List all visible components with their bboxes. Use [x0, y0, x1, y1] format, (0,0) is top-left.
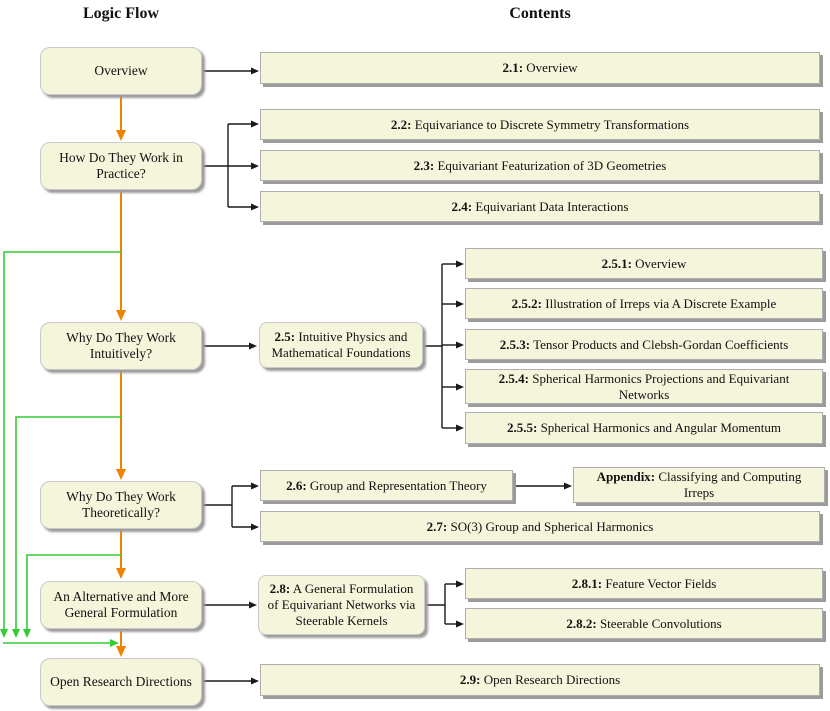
content-box-appendix: Appendix: Classifying and Computing Irre… — [573, 467, 825, 503]
flow-node-label: Why Do They Work Intuitively? — [66, 330, 176, 361]
content-box-2-5-5: 2.5.5: Spherical Harmonics and Angular M… — [465, 412, 823, 444]
section-number: Appendix: — [596, 469, 656, 484]
section-number: 2.9: — [459, 672, 481, 687]
content-box-2-1: 2.1: Overview — [260, 52, 820, 84]
content-box-2-5-3: 2.5.3: Tensor Products and Clebsh-Gordan… — [465, 329, 823, 360]
flow-node-label: How Do They Work in Practice? — [59, 150, 183, 181]
section-number: 2.8.2: — [566, 615, 597, 631]
content-box-2-5-1: 2.5.1: Overview — [465, 248, 823, 279]
flow-node-label: Overview — [94, 63, 148, 78]
content-box-2-5: 2.5: Intuitive Physics and Mathematical … — [259, 322, 423, 368]
section-number: 2.5.4: — [498, 370, 530, 386]
section-title: SO(3) Group and Spherical Harmonics — [447, 518, 654, 534]
black-connectors — [203, 67, 572, 685]
section-title: Equivariance to Discrete Symmetry Transf… — [411, 116, 690, 132]
flow-node-overview: Overview — [40, 47, 202, 95]
flow-node-label: Open Research Directions — [50, 674, 192, 689]
content-box-2-3: 2.3: Equivariant Featurization of 3D Geo… — [260, 150, 820, 181]
content-box-2-6: 2.6: Group and Representation Theory — [260, 470, 513, 501]
section-title: Open Research Directions — [480, 672, 621, 687]
contents-header: Contents — [509, 5, 571, 22]
section-number: 2.5.3: — [499, 336, 531, 352]
flow-node-open-research: Open Research Directions — [40, 658, 202, 706]
flow-node-label: An Alternative and More General Formulat… — [53, 589, 189, 620]
section-title: Overview — [523, 60, 578, 75]
content-box-2-9: 2.9: Open Research Directions — [260, 664, 820, 696]
flow-node-practice: How Do They Work in Practice? — [40, 142, 202, 190]
section-title: Classifying and Computing Irreps — [655, 469, 802, 500]
section-title: Equivariant Data Interactions — [472, 198, 629, 214]
section-title: Tensor Products and Clebsh-Gordan Coeffi… — [530, 336, 789, 352]
section-number: 2.7: — [426, 518, 448, 534]
section-title: Spherical Harmonics Projections and Equi… — [529, 370, 790, 402]
flow-node-intuitively: Why Do They Work Intuitively? — [40, 322, 202, 370]
section-title: Overview — [631, 255, 687, 271]
section-title: Steerable Convolutions — [596, 615, 722, 631]
section-title: Illustration of Irreps via A Discrete Ex… — [542, 295, 777, 311]
content-box-2-7: 2.7: SO(3) Group and Spherical Harmonics — [260, 511, 820, 542]
section-number: 2.1: — [502, 60, 524, 75]
orange-flow-arrows — [116, 96, 126, 657]
content-box-2-8-1: 2.8.1: Feature Vector Fields — [465, 568, 823, 599]
content-box-2-5-4: 2.5.4: Spherical Harmonics Projections a… — [465, 369, 823, 404]
green-feedback-arrows — [0, 251, 121, 647]
content-box-2-2: 2.2: Equivariance to Discrete Symmetry T… — [260, 109, 820, 140]
flow-node-alternative: An Alternative and More General Formulat… — [40, 581, 202, 629]
content-box-2-8: 2.8: A General Formulation of Equivarian… — [258, 575, 425, 635]
section-title: A General Formulation of Equivariant Net… — [267, 581, 416, 628]
content-box-2-5-2: 2.5.2: Illustration of Irreps via A Disc… — [465, 288, 823, 319]
section-number: 2.5: — [274, 329, 296, 344]
content-box-2-8-2: 2.8.2: Steerable Convolutions — [465, 608, 823, 639]
section-number: 2.4: — [451, 198, 473, 214]
section-title: Group and Representation Theory — [306, 477, 487, 493]
section-title: Equivariant Featurization of 3D Geometri… — [434, 157, 667, 173]
section-number: 2.6: — [286, 477, 307, 493]
flow-node-label: Why Do They Work Theoretically? — [66, 489, 176, 520]
section-title: Spherical Harmonics and Angular Momentum — [537, 420, 782, 435]
section-number: 2.8.1: — [571, 575, 603, 591]
section-title: Feature Vector Fields — [602, 575, 717, 591]
section-number: 2.5.1: — [601, 255, 632, 271]
flow-node-theoretically: Why Do They Work Theoretically? — [40, 481, 202, 529]
section-number: 2.5.2: — [511, 295, 543, 311]
content-box-2-4: 2.4: Equivariant Data Interactions — [260, 191, 820, 222]
section-number: 2.5.5: — [506, 420, 538, 435]
section-title: Intuitive Physics and Mathematical Found… — [271, 329, 411, 360]
section-number: 2.2: — [390, 116, 412, 132]
section-number: 2.8: — [269, 581, 291, 596]
section-number: 2.3: — [413, 157, 435, 173]
logic-flow-header: Logic Flow — [83, 5, 159, 22]
